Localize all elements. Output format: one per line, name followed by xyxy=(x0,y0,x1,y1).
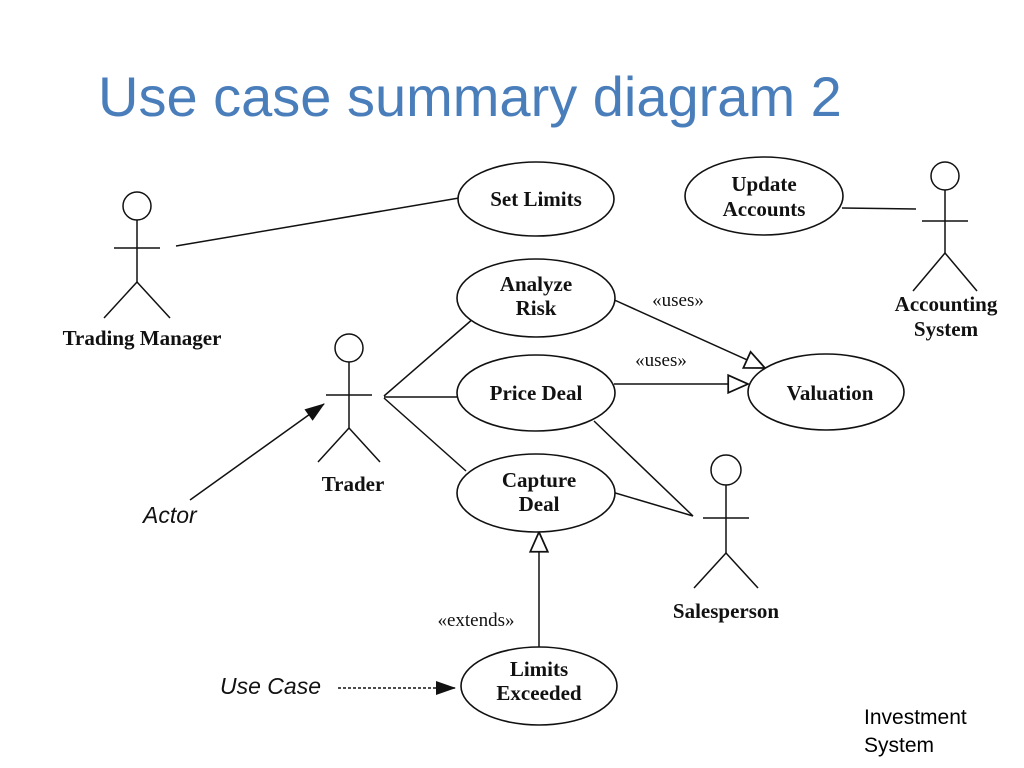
actor-label-trader: Trader xyxy=(322,472,385,496)
assoc-trader-capture-deal xyxy=(383,397,467,472)
use-case-label-valuation: Valuation xyxy=(787,381,874,405)
use-case-label-capture-deal-line2: Deal xyxy=(519,492,560,516)
use-case-limits-exceeded xyxy=(460,646,618,726)
use-case-valuation xyxy=(747,353,905,431)
system-caption: Investment System xyxy=(864,704,1014,760)
use-case-update-accounts xyxy=(684,156,844,236)
assoc-price-deal-salesperson xyxy=(593,420,694,517)
use-case-label-update-accounts-line2: Accounts xyxy=(723,197,806,221)
actor-salesperson-figure xyxy=(693,454,759,589)
use-case-label-analyze-risk-line2: Risk xyxy=(516,296,557,320)
use-case-label-limits-exceeded-line1: Limits xyxy=(510,657,568,681)
actor-label-accounting-system-line2: System xyxy=(914,317,979,341)
system-caption-line2: System xyxy=(864,734,935,757)
slide-title: Use case summary diagram 2 xyxy=(98,65,842,128)
actor-label-accounting-system-line1: Accounting xyxy=(895,292,998,316)
extends-label: «extends» xyxy=(437,610,514,631)
actor-label-salesperson: Salesperson xyxy=(673,599,780,623)
uses-label-2: «uses» xyxy=(635,350,687,371)
assoc-update-accounts-accounting-system xyxy=(841,207,917,210)
use-case-label-price-deal: Price Deal xyxy=(490,381,583,405)
actor-annotation-label: Actor xyxy=(141,502,198,528)
use-case-set-limits xyxy=(457,161,615,237)
uses-label-1: «uses» xyxy=(652,290,704,311)
use-case-label-limits-exceeded-line2: Exceeded xyxy=(496,681,581,705)
use-case-price-deal xyxy=(456,354,616,432)
actor-annotation-arrow xyxy=(189,403,325,501)
actor-trading-manager-figure xyxy=(103,191,171,319)
use-case-capture-deal xyxy=(456,453,616,533)
use-case-label-set-limits: Set Limits xyxy=(490,187,582,211)
use-case-analyze-risk xyxy=(456,258,616,338)
actor-trader-figure xyxy=(317,333,381,463)
use-case-label-capture-deal-line1: Capture xyxy=(502,468,576,492)
actor-label-trading-manager: Trading Manager xyxy=(63,326,222,350)
use-case-label-analyze-risk-line1: Analyze xyxy=(500,272,572,296)
use-case-annotation-label: Use Case xyxy=(220,673,321,699)
assoc-trader-analyze-risk xyxy=(383,317,475,397)
actor-accounting-system-figure xyxy=(912,161,978,292)
assoc-trading-manager-set-limits xyxy=(175,197,460,247)
uses-arrow-analyze-risk-valuation xyxy=(609,297,765,368)
system-caption-line1: Investment xyxy=(864,706,967,729)
assoc-capture-deal-salesperson xyxy=(611,491,694,517)
use-case-label-update-accounts-line1: Update xyxy=(731,172,796,196)
